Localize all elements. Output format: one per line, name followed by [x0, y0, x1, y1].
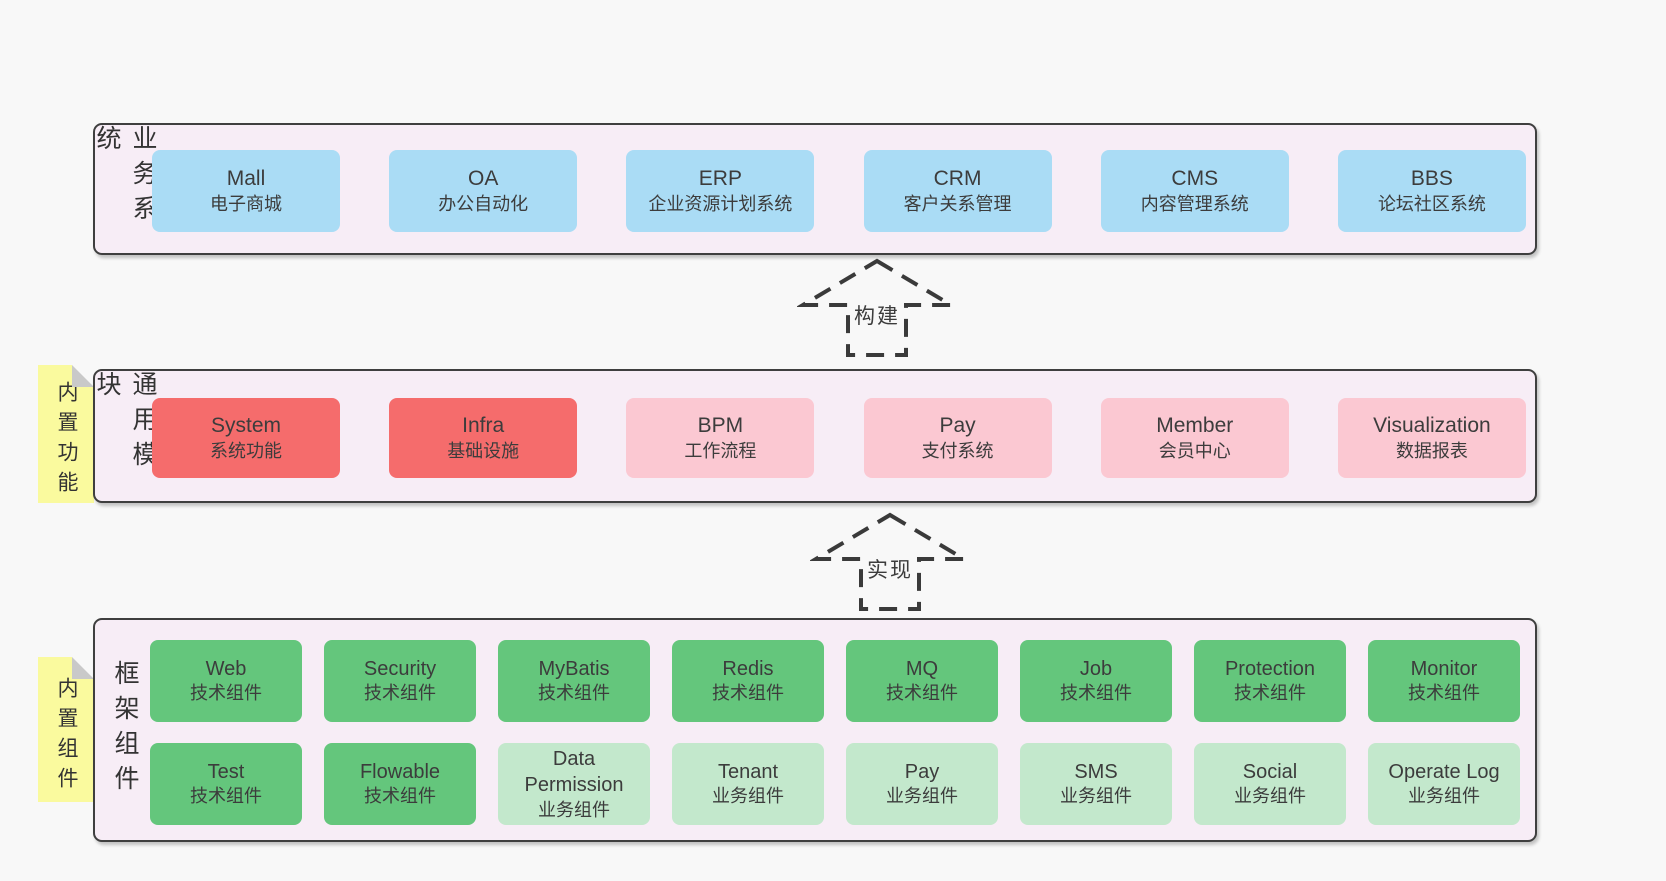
note-fold-icon: [72, 365, 94, 387]
box-social: Social 业务组件: [1194, 743, 1346, 825]
box-tenant: Tenant 业务组件: [672, 743, 824, 825]
box-security: Security 技术组件: [324, 640, 476, 722]
arrow-build: 构建: [797, 258, 957, 358]
box-erp: ERP 企业资源计划系统: [626, 150, 815, 232]
box-monitor: Monitor 技术组件: [1368, 640, 1520, 722]
box-pay-component: Pay 业务组件: [846, 743, 998, 825]
box-data-permission: Data Permission 业务组件: [498, 743, 650, 825]
box-mq: MQ 技术组件: [846, 640, 998, 722]
arrow-implement: 实现: [810, 512, 970, 612]
note-built-in-components: 内置组件: [38, 657, 94, 802]
framework-components-row-2: Test 技术组件 Flowable 技术组件 Data Permission …: [95, 743, 1535, 825]
band-business-systems: 业务系统 Mall 电子商城 OA 办公自动化 ERP 企业资源计划系统 CRM…: [93, 123, 1537, 255]
box-test: Test 技术组件: [150, 743, 302, 825]
box-mall: Mall 电子商城: [152, 150, 340, 232]
box-infra: Infra 基础设施: [389, 398, 578, 478]
box-system: System 系统功能: [152, 398, 340, 478]
framework-components-row-1: Web 技术组件 Security 技术组件 MyBatis 技术组件 Redi…: [95, 640, 1535, 722]
box-member: Member 会员中心: [1100, 398, 1289, 478]
box-flowable: Flowable 技术组件: [324, 743, 476, 825]
box-bpm: BPM 工作流程: [626, 398, 815, 478]
band-framework-components: 框架组件 Web 技术组件 Security 技术组件 MyBatis 技术组件…: [93, 618, 1537, 842]
box-sms: SMS 业务组件: [1020, 743, 1172, 825]
up-arrow-icon: [810, 512, 970, 611]
arrow-build-label: 构建: [851, 299, 903, 331]
box-job: Job 技术组件: [1020, 640, 1172, 722]
box-operate-log: Operate Log 业务组件: [1368, 743, 1520, 825]
business-systems-row: Mall 电子商城 OA 办公自动化 ERP 企业资源计划系统 CRM 客户关系…: [95, 150, 1535, 232]
band-common-modules: 通用模块 System 系统功能 Infra 基础设施 BPM 工作流程 Pay…: [93, 369, 1537, 503]
arrow-implement-label: 实现: [864, 553, 916, 585]
box-redis: Redis 技术组件: [672, 640, 824, 722]
box-mybatis: MyBatis 技术组件: [498, 640, 650, 722]
box-oa: OA 办公自动化: [389, 150, 578, 232]
common-modules-row: System 系统功能 Infra 基础设施 BPM 工作流程 Pay 支付系统…: [95, 398, 1535, 478]
box-protection: Protection 技术组件: [1194, 640, 1346, 722]
box-cms: CMS 内容管理系统: [1100, 150, 1289, 232]
band-label-framework-components: 框架组件: [111, 660, 139, 800]
box-pay-module: Pay 支付系统: [863, 398, 1052, 478]
up-arrow-icon: [797, 258, 957, 357]
note-fold-icon: [72, 657, 94, 679]
note-built-in-features: 内置功能: [38, 365, 94, 503]
box-web: Web 技术组件: [150, 640, 302, 722]
box-crm: CRM 客户关系管理: [863, 150, 1052, 232]
box-visualization: Visualization 数据报表: [1337, 398, 1526, 478]
box-bbs: BBS 论坛社区系统: [1337, 150, 1526, 232]
